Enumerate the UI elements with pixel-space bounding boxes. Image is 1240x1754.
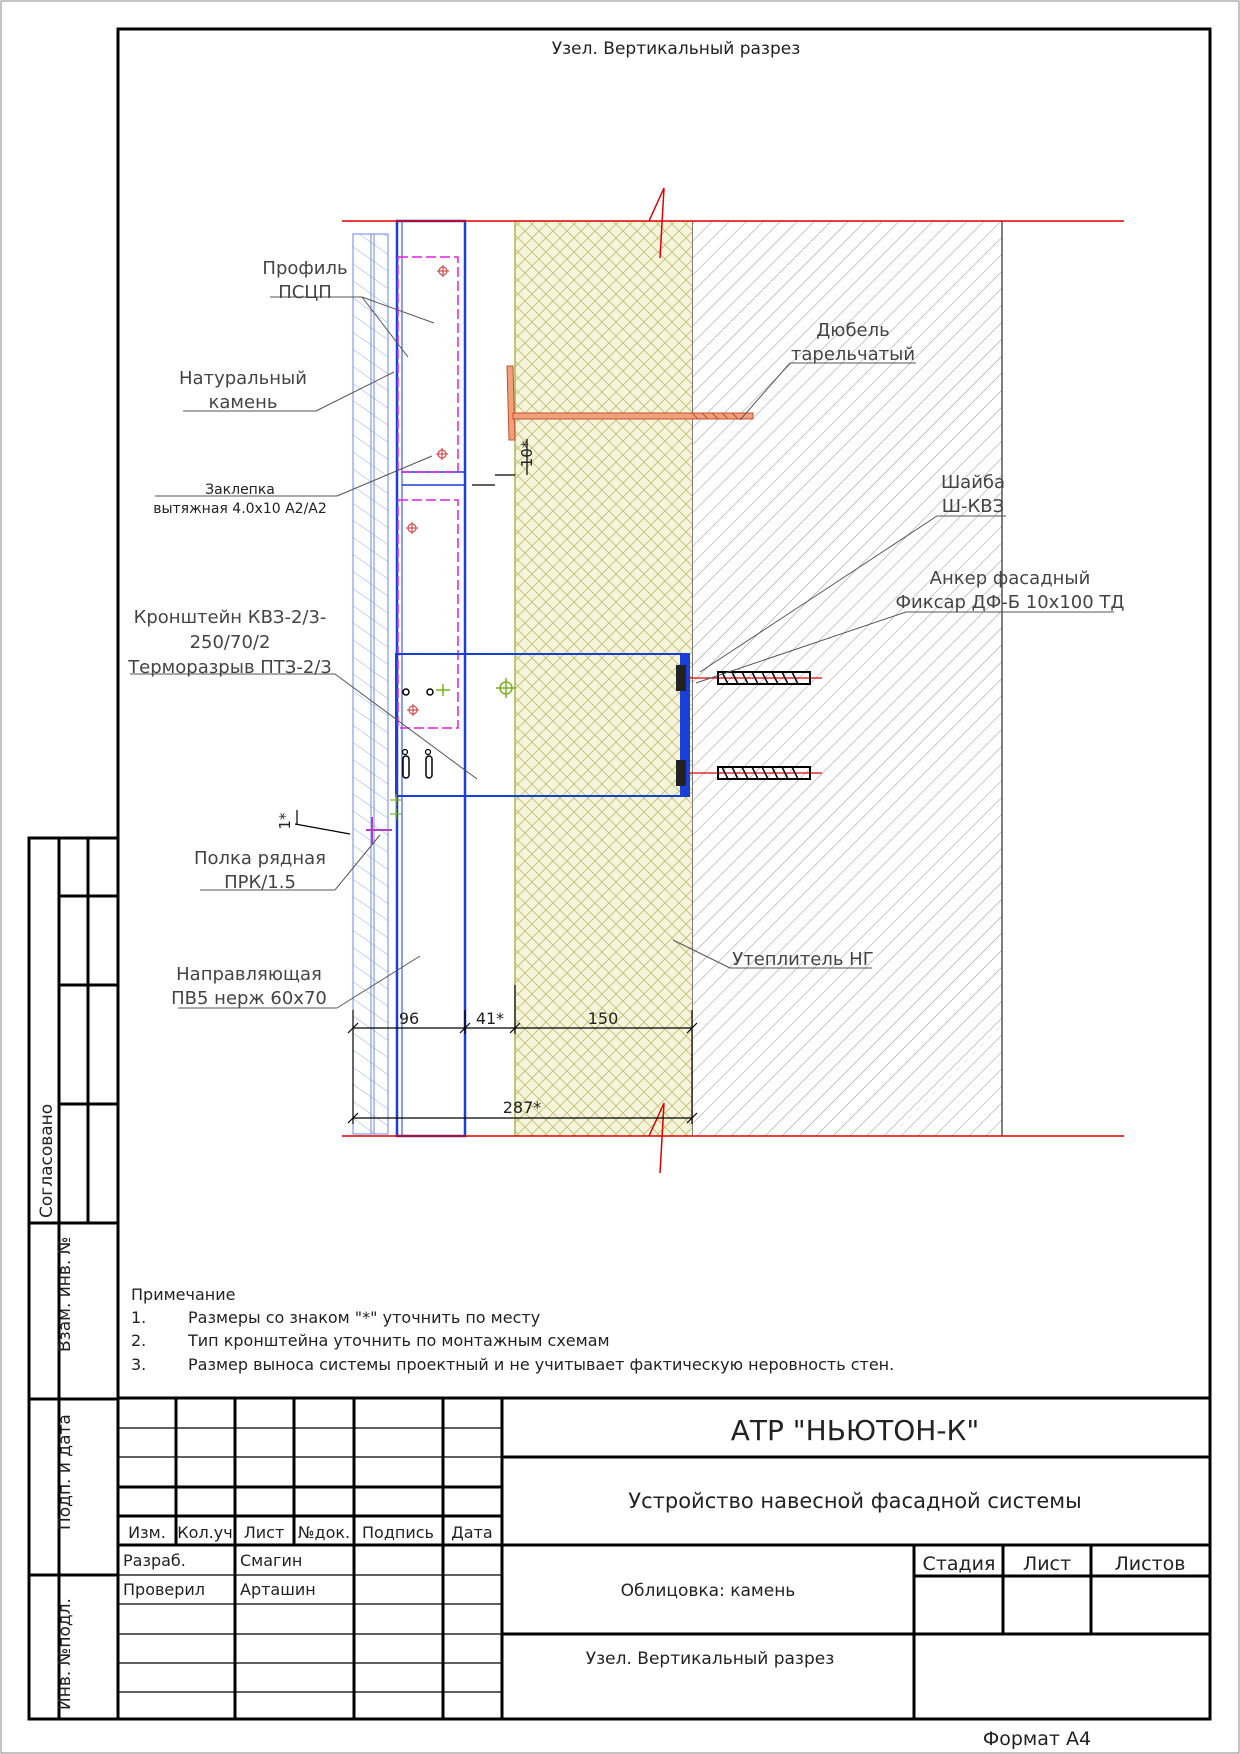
tb-h-izm: Изм. (128, 1523, 166, 1542)
tb-sheet-name: Облицовка: камень (621, 1581, 796, 1601)
callout-bracket-3: Терморазрыв ПТЗ-2/3 (127, 657, 332, 678)
callout-profile-1: Профиль (262, 258, 347, 279)
facade-anchors (676, 665, 822, 786)
thermal-break (680, 654, 690, 796)
dish-dowel (506, 365, 754, 441)
note-1-num: 1. (131, 1308, 146, 1327)
break-lines (342, 187, 1124, 1174)
tb-h-list: Лист (244, 1523, 285, 1542)
callout-anchor-2: Фиксар ДФ-Б 10х100 ТД (896, 592, 1125, 613)
callout-bracket-2: 250/70/2 (190, 632, 271, 653)
callout-insulation: Утеплитель НГ (732, 949, 873, 970)
callout-dowel-1: Дюбель (816, 320, 890, 341)
title-block (118, 1396, 1210, 1719)
callout-guide-2: ПВ5 нерж 60х70 (171, 988, 327, 1009)
dim-96: 96 (399, 1009, 419, 1028)
tb-developed-label: Разраб. (123, 1551, 186, 1570)
tb-sheet: Лист (1023, 1553, 1071, 1575)
stamp-agreed: Согласовано (37, 1104, 57, 1218)
row-shelf (366, 817, 392, 844)
pscp-profile-upper (397, 256, 459, 473)
section-drawing: 96 41* 150 287* 10* 1* Профиль ПСЦП Нату… (127, 187, 1125, 1174)
callout-shelf-2: ПРК/1.5 (224, 872, 296, 893)
tb-h-date: Дата (451, 1523, 492, 1542)
dim-287: 287* (503, 1098, 542, 1117)
insulation-layer (515, 221, 692, 1136)
tb-company: АТР "НЬЮТОН-К" (731, 1414, 979, 1447)
tb-h-sign: Подпись (362, 1523, 434, 1542)
callout-profile-2: ПСЦП (278, 282, 332, 303)
callout-washer-2: Ш-КВЗ (942, 496, 1004, 517)
side-stamp (27, 836, 120, 1721)
note-2-num: 2. (131, 1331, 146, 1350)
rivet-marks (406, 265, 449, 716)
callout-guide-1: Направляющая (176, 964, 322, 985)
guide-rail (395, 219, 467, 1138)
tb-drawing-name: Узел. Вертикальный разрез (586, 1649, 835, 1669)
callout-dowel-2: тарельчатый (791, 344, 915, 365)
dim-41: 41* (476, 1009, 504, 1028)
pscp-profile-lower (397, 499, 459, 729)
stamp-replaced-inv: Взам. инв. № (55, 1237, 75, 1352)
callout-stone-1: Натуральный (179, 368, 307, 389)
tb-checked-label: Проверил (123, 1580, 205, 1599)
dim-10: 10* (518, 440, 536, 467)
tb-sheets: Листов (1115, 1553, 1186, 1575)
sheet-title: Узел. Вертикальный разрез (552, 39, 801, 59)
dim-1: 1* (276, 812, 294, 830)
note-2-text: Тип кронштейна уточнить по монтажным схе… (187, 1331, 610, 1350)
callout-washer-1: Шайба (941, 472, 1005, 493)
notes-heading: Примечание (131, 1285, 235, 1304)
callout-shelf-1: Полка рядная (194, 848, 326, 869)
callout-rivet-2: вытяжная 4.0х10 А2/А2 (153, 501, 327, 517)
note-3-text: Размер выноса системы проектный и не учи… (188, 1355, 894, 1374)
tb-stage: Стадия (923, 1553, 996, 1575)
notes: Примечание 1. Размеры со знаком "*" уточ… (131, 1285, 894, 1374)
tb-checked-name: Арташин (240, 1580, 316, 1599)
callout-anchor-1: Анкер фасадный (930, 568, 1091, 589)
dim-150: 150 (588, 1009, 619, 1028)
tb-project: Устройство навесной фасадной системы (628, 1489, 1081, 1513)
callout-stone-2: камень (209, 392, 278, 413)
dimension-lines (294, 439, 698, 1124)
tb-format: Формат А4 (983, 1728, 1091, 1750)
tb-developed-name: Смагин (240, 1551, 302, 1570)
stamp-sign-date: Подп. и дата (55, 1414, 75, 1530)
tb-h-doc: №док. (298, 1523, 350, 1542)
tb-h-kol: Кол.уч (177, 1523, 232, 1542)
stamp-orig-inv: Инв. №подл. (55, 1598, 75, 1710)
leader-lines (130, 296, 1114, 1009)
callout-bracket-1: Кронштейн КВЗ-2/3- (134, 607, 327, 628)
note-3-num: 3. (131, 1355, 146, 1374)
callout-rivet-1: Заклепка (205, 482, 275, 498)
note-1-text: Размеры со знаком "*" уточнить по месту (188, 1308, 540, 1327)
